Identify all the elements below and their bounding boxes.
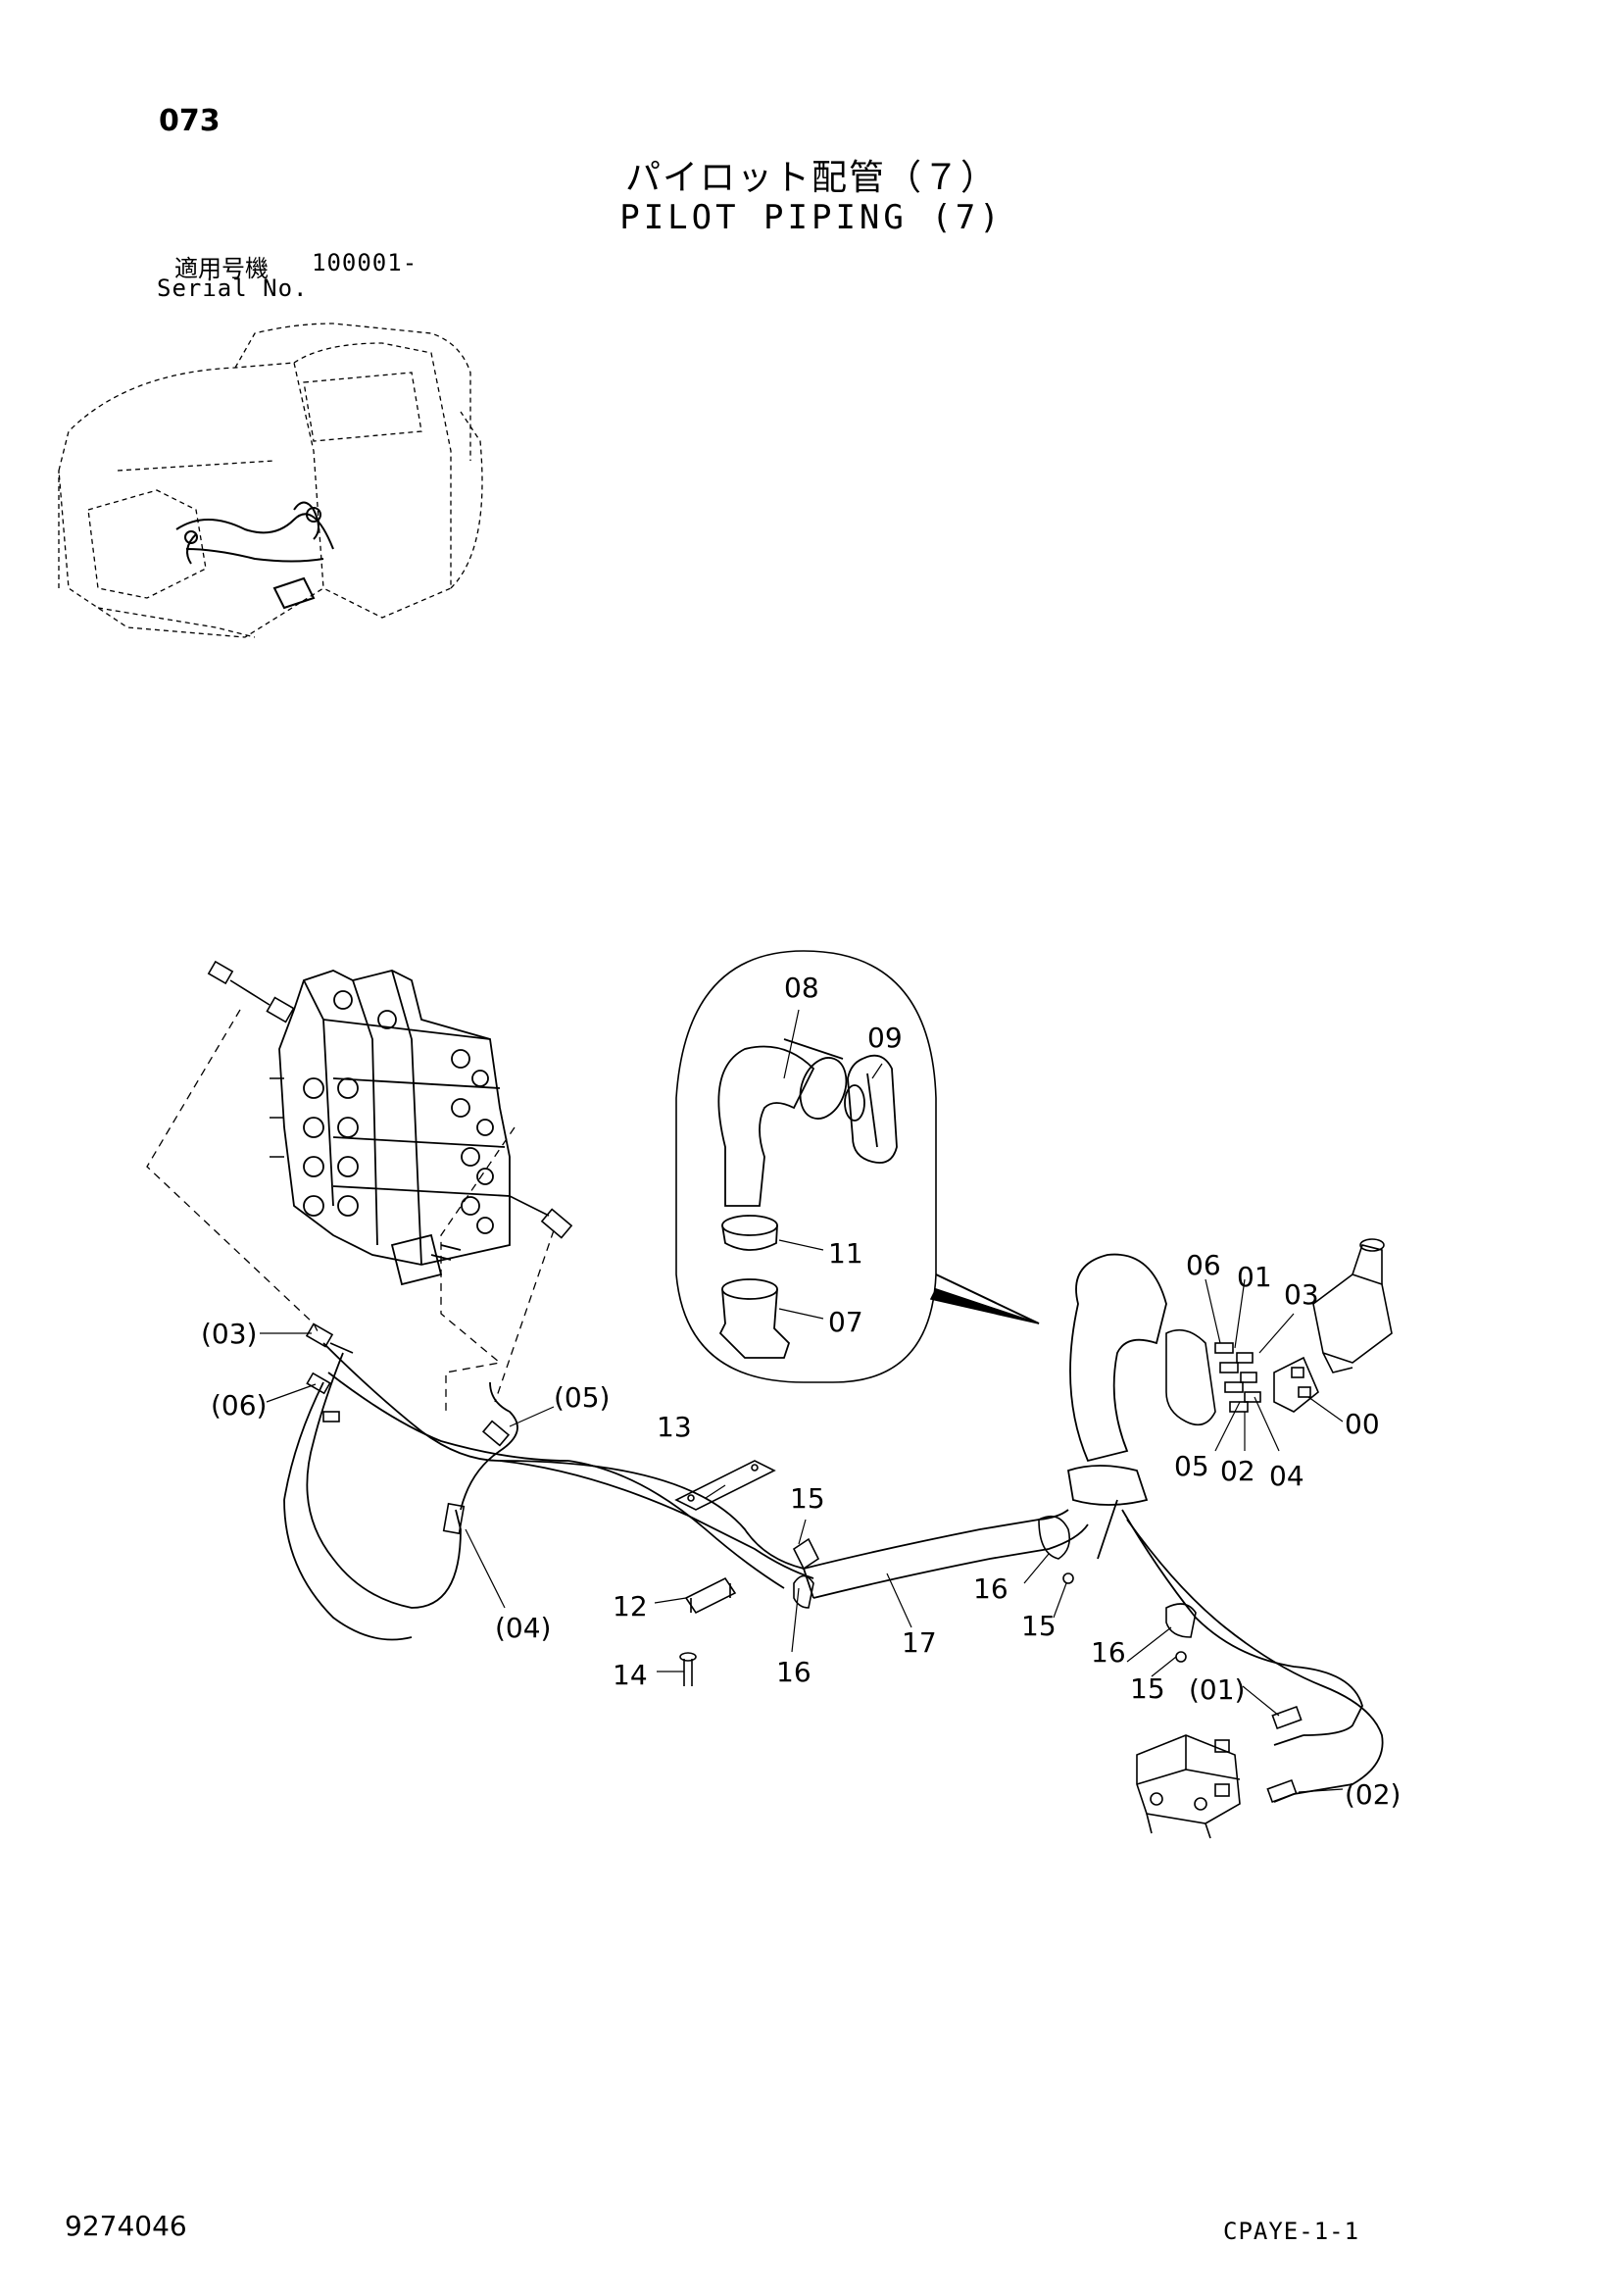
plate-13 [674,1460,776,1511]
callout-01: 01 [1237,1261,1272,1293]
clamp-16-mid [1038,1515,1074,1584]
callout-16-mid: 16 [973,1572,1008,1605]
sheet-code: CPAYE-1-1 [1223,2218,1360,2245]
pilot-control-valve [1136,1734,1241,1839]
callout-12: 12 [613,1590,648,1622]
hose-clamp-16-bottom [793,1574,814,1609]
serial-label-english: Serial No. [157,275,309,302]
loop-hose-left [283,1352,518,1641]
callout-17: 17 [902,1626,937,1659]
callout-04-paren: (04) [495,1612,551,1644]
elbow-hose-main [1066,1253,1167,1506]
callout-15-upper: 15 [790,1482,825,1515]
clamp-11 [721,1215,778,1251]
serial-number-value: 100001- [312,249,418,276]
callout-02: 02 [1220,1455,1255,1487]
callout-05: 05 [1174,1450,1209,1482]
callout-labels: 08 09 11 07 06 01 03 00 05 02 04 (03) (0… [201,972,1401,1811]
callout-14: 14 [613,1659,648,1691]
serial-label-japanese: 適用号機 [174,255,269,282]
callout-03-paren: (03) [201,1318,257,1350]
callout-leaders [260,1009,1344,1793]
callout-15-right: 15 [1130,1672,1165,1705]
bracket-15-upper [792,1537,820,1571]
callout-11: 11 [828,1237,863,1270]
callout-02-paren: (02) [1345,1778,1401,1811]
valve-fitting-right [509,1195,573,1239]
multi-connector [1165,1328,1261,1426]
clamp-12 [684,1576,737,1615]
valve-fitting-left [207,960,295,1158]
callout-07: 07 [828,1306,863,1338]
callout-15-mid: 15 [1021,1610,1057,1642]
callout-09: 09 [867,1022,903,1054]
pilot-hose-bundle [322,1342,1384,1803]
bolt-14 [679,1652,697,1686]
page-title-japanese: パイロット配管（７） [624,158,998,198]
callout-08: 08 [784,972,819,1004]
valve-leader-lines [146,1009,555,1412]
control-valve-block [278,970,511,1286]
callout-16-right: 16 [1091,1636,1126,1669]
callout-05-paren: (05) [554,1381,610,1414]
callout-03: 03 [1284,1278,1319,1311]
page-title-english: PILOT PIPING (7) [619,198,1004,237]
callout-01-paren: (01) [1189,1673,1245,1706]
boot-07 [718,1278,791,1359]
machine-locator-view [58,323,483,638]
grommet-09 [844,1054,898,1164]
detail-bubble [675,950,1040,1383]
callout-06-paren: (06) [211,1389,267,1422]
callout-00: 00 [1345,1408,1380,1440]
page-number: 073 [159,104,221,138]
drawing-number: 9274046 [65,2210,187,2242]
callout-04: 04 [1269,1460,1304,1492]
locator-pilot-hoses [175,501,334,610]
hose-fittings [305,1323,1303,1804]
callout-06: 06 [1186,1249,1221,1281]
callout-13: 13 [657,1411,692,1443]
pilot-pipe-17 [803,1509,1089,1599]
callout-16-left: 16 [776,1656,812,1688]
elbow-hose-08 [717,1038,848,1207]
fitting-block-00 [1273,1356,1319,1413]
pilot-valve-remote [1312,1238,1393,1373]
